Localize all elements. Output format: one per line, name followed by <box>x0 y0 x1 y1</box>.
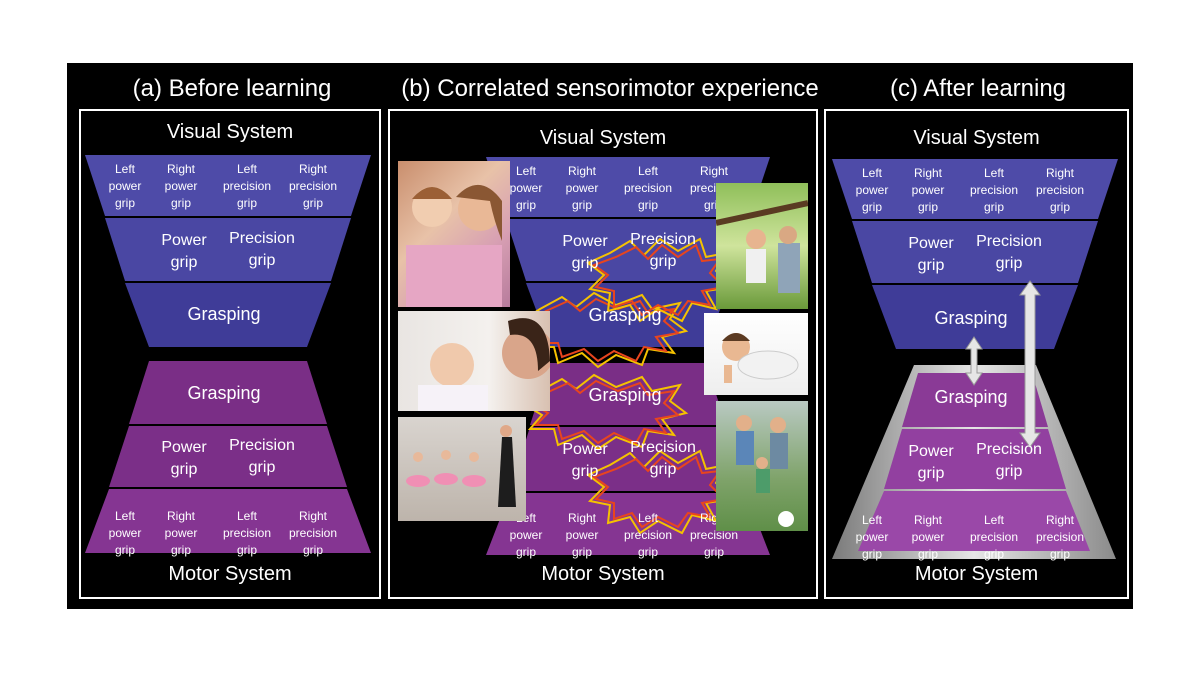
visual-system-label: Visual System <box>166 121 294 143</box>
ballet-class-icon <box>398 417 526 521</box>
visual-funnel <box>85 155 371 347</box>
figure: (a) Before learning (b) Correlated senso… <box>67 63 1133 609</box>
visual-system-label: Visual System <box>913 127 1040 149</box>
visual-grasping-label: Grasping <box>187 304 260 324</box>
toddler-and-child-icon <box>398 161 510 307</box>
motor-system-label: Motor System <box>541 563 665 585</box>
motor-grasping-label: Grasping <box>187 383 260 403</box>
panel-b: Visual System <box>388 109 818 599</box>
association-arrows <box>965 280 1041 448</box>
motor-system-label: Motor System <box>914 563 1039 585</box>
visual-grasping-label: Grasping <box>588 305 661 325</box>
motor-grasping-label: Grasping <box>588 385 661 405</box>
motor-grasping-label: Grasping <box>934 387 1007 407</box>
panel-a-title: (a) Before learning <box>132 75 332 102</box>
panel-c-title: (c) After learning <box>889 75 1067 102</box>
visual-grasping-label: Grasping <box>934 308 1007 328</box>
climbing-tree-icon <box>716 183 808 309</box>
motor-pyramid <box>85 361 371 553</box>
mother-and-baby-icon <box>398 311 550 411</box>
motor-pyramid <box>832 365 1116 559</box>
motor-pyramid <box>486 363 770 555</box>
family-soccer-icon <box>716 401 808 531</box>
visual-system-label: Visual System <box>539 127 667 149</box>
motor-system-label: Motor System <box>168 563 292 585</box>
crawling-baby-icon <box>704 313 808 395</box>
panel-b-title: (b) Correlated sensorimotor experience <box>401 75 819 102</box>
